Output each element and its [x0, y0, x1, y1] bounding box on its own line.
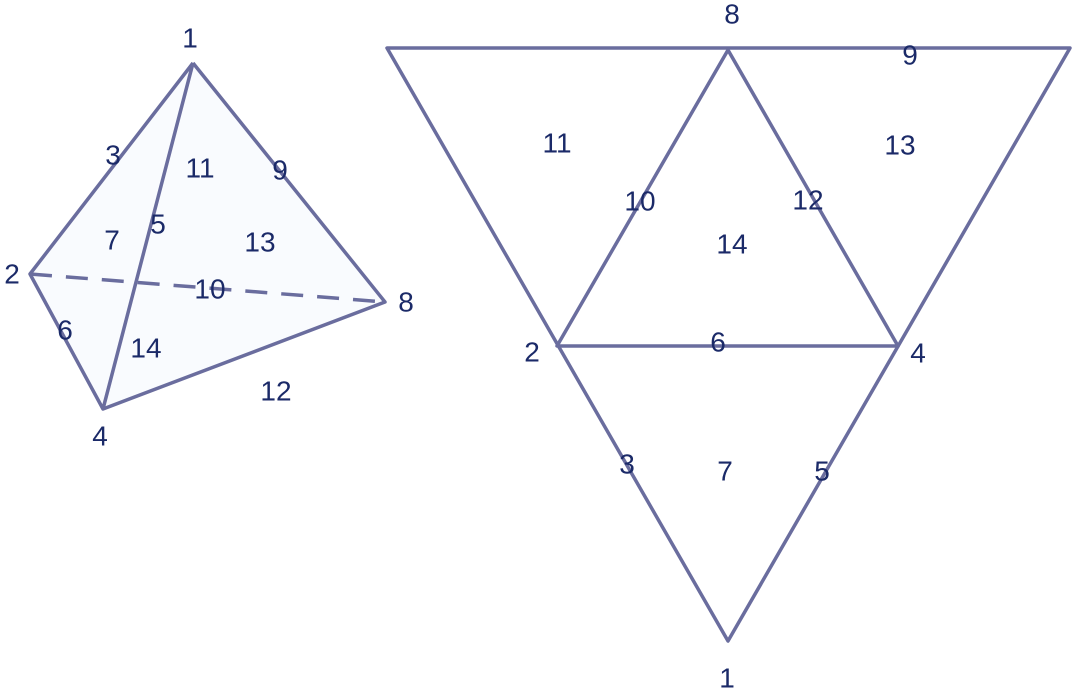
unfolded-net: 8 2 4 1 9 11 13 10 12 14 6 3 7 5: [385, 0, 1072, 692]
face-label: 13: [244, 226, 275, 257]
edge-label: 6: [57, 314, 73, 345]
vertex-label: 8: [398, 286, 414, 317]
vertex-label: 4: [92, 420, 108, 451]
edge-label: 6: [710, 326, 726, 357]
edge-label: 5: [150, 208, 166, 239]
tetrahedron: 1 2 4 8 3 11 9 7 5 13 10 6 14 12: [4, 22, 414, 451]
face-label: 13: [884, 129, 915, 160]
vertex-label: 1: [719, 662, 735, 692]
edge-label: 9: [272, 154, 288, 185]
edge-label: 12: [260, 375, 291, 406]
face-label: 11: [185, 152, 214, 183]
edge-label: 3: [619, 448, 635, 479]
vertex-label: 2: [524, 336, 540, 367]
face-label: 7: [104, 224, 120, 255]
vertex-label: 8: [724, 0, 740, 29]
tetrahedron-face-fill: [30, 63, 385, 409]
vertex-label: 4: [910, 337, 926, 368]
vertex-label: 2: [4, 258, 20, 289]
vertex-label: 1: [182, 22, 198, 53]
front-edge: [101, 62, 195, 410]
net-inner-triangle: [555, 48, 900, 348]
hidden-edge: [29, 272, 386, 304]
edge-label: 3: [105, 139, 121, 170]
face-label: 11: [542, 127, 571, 158]
edge-label: 9: [902, 39, 918, 70]
edge-label: 10: [624, 185, 655, 216]
edge-label: 10: [194, 273, 225, 304]
edge-label: 12: [792, 184, 823, 215]
face-label: 7: [717, 455, 733, 486]
face-label: 14: [130, 332, 161, 363]
face-label: 14: [716, 228, 747, 259]
edge-label: 5: [814, 455, 830, 486]
